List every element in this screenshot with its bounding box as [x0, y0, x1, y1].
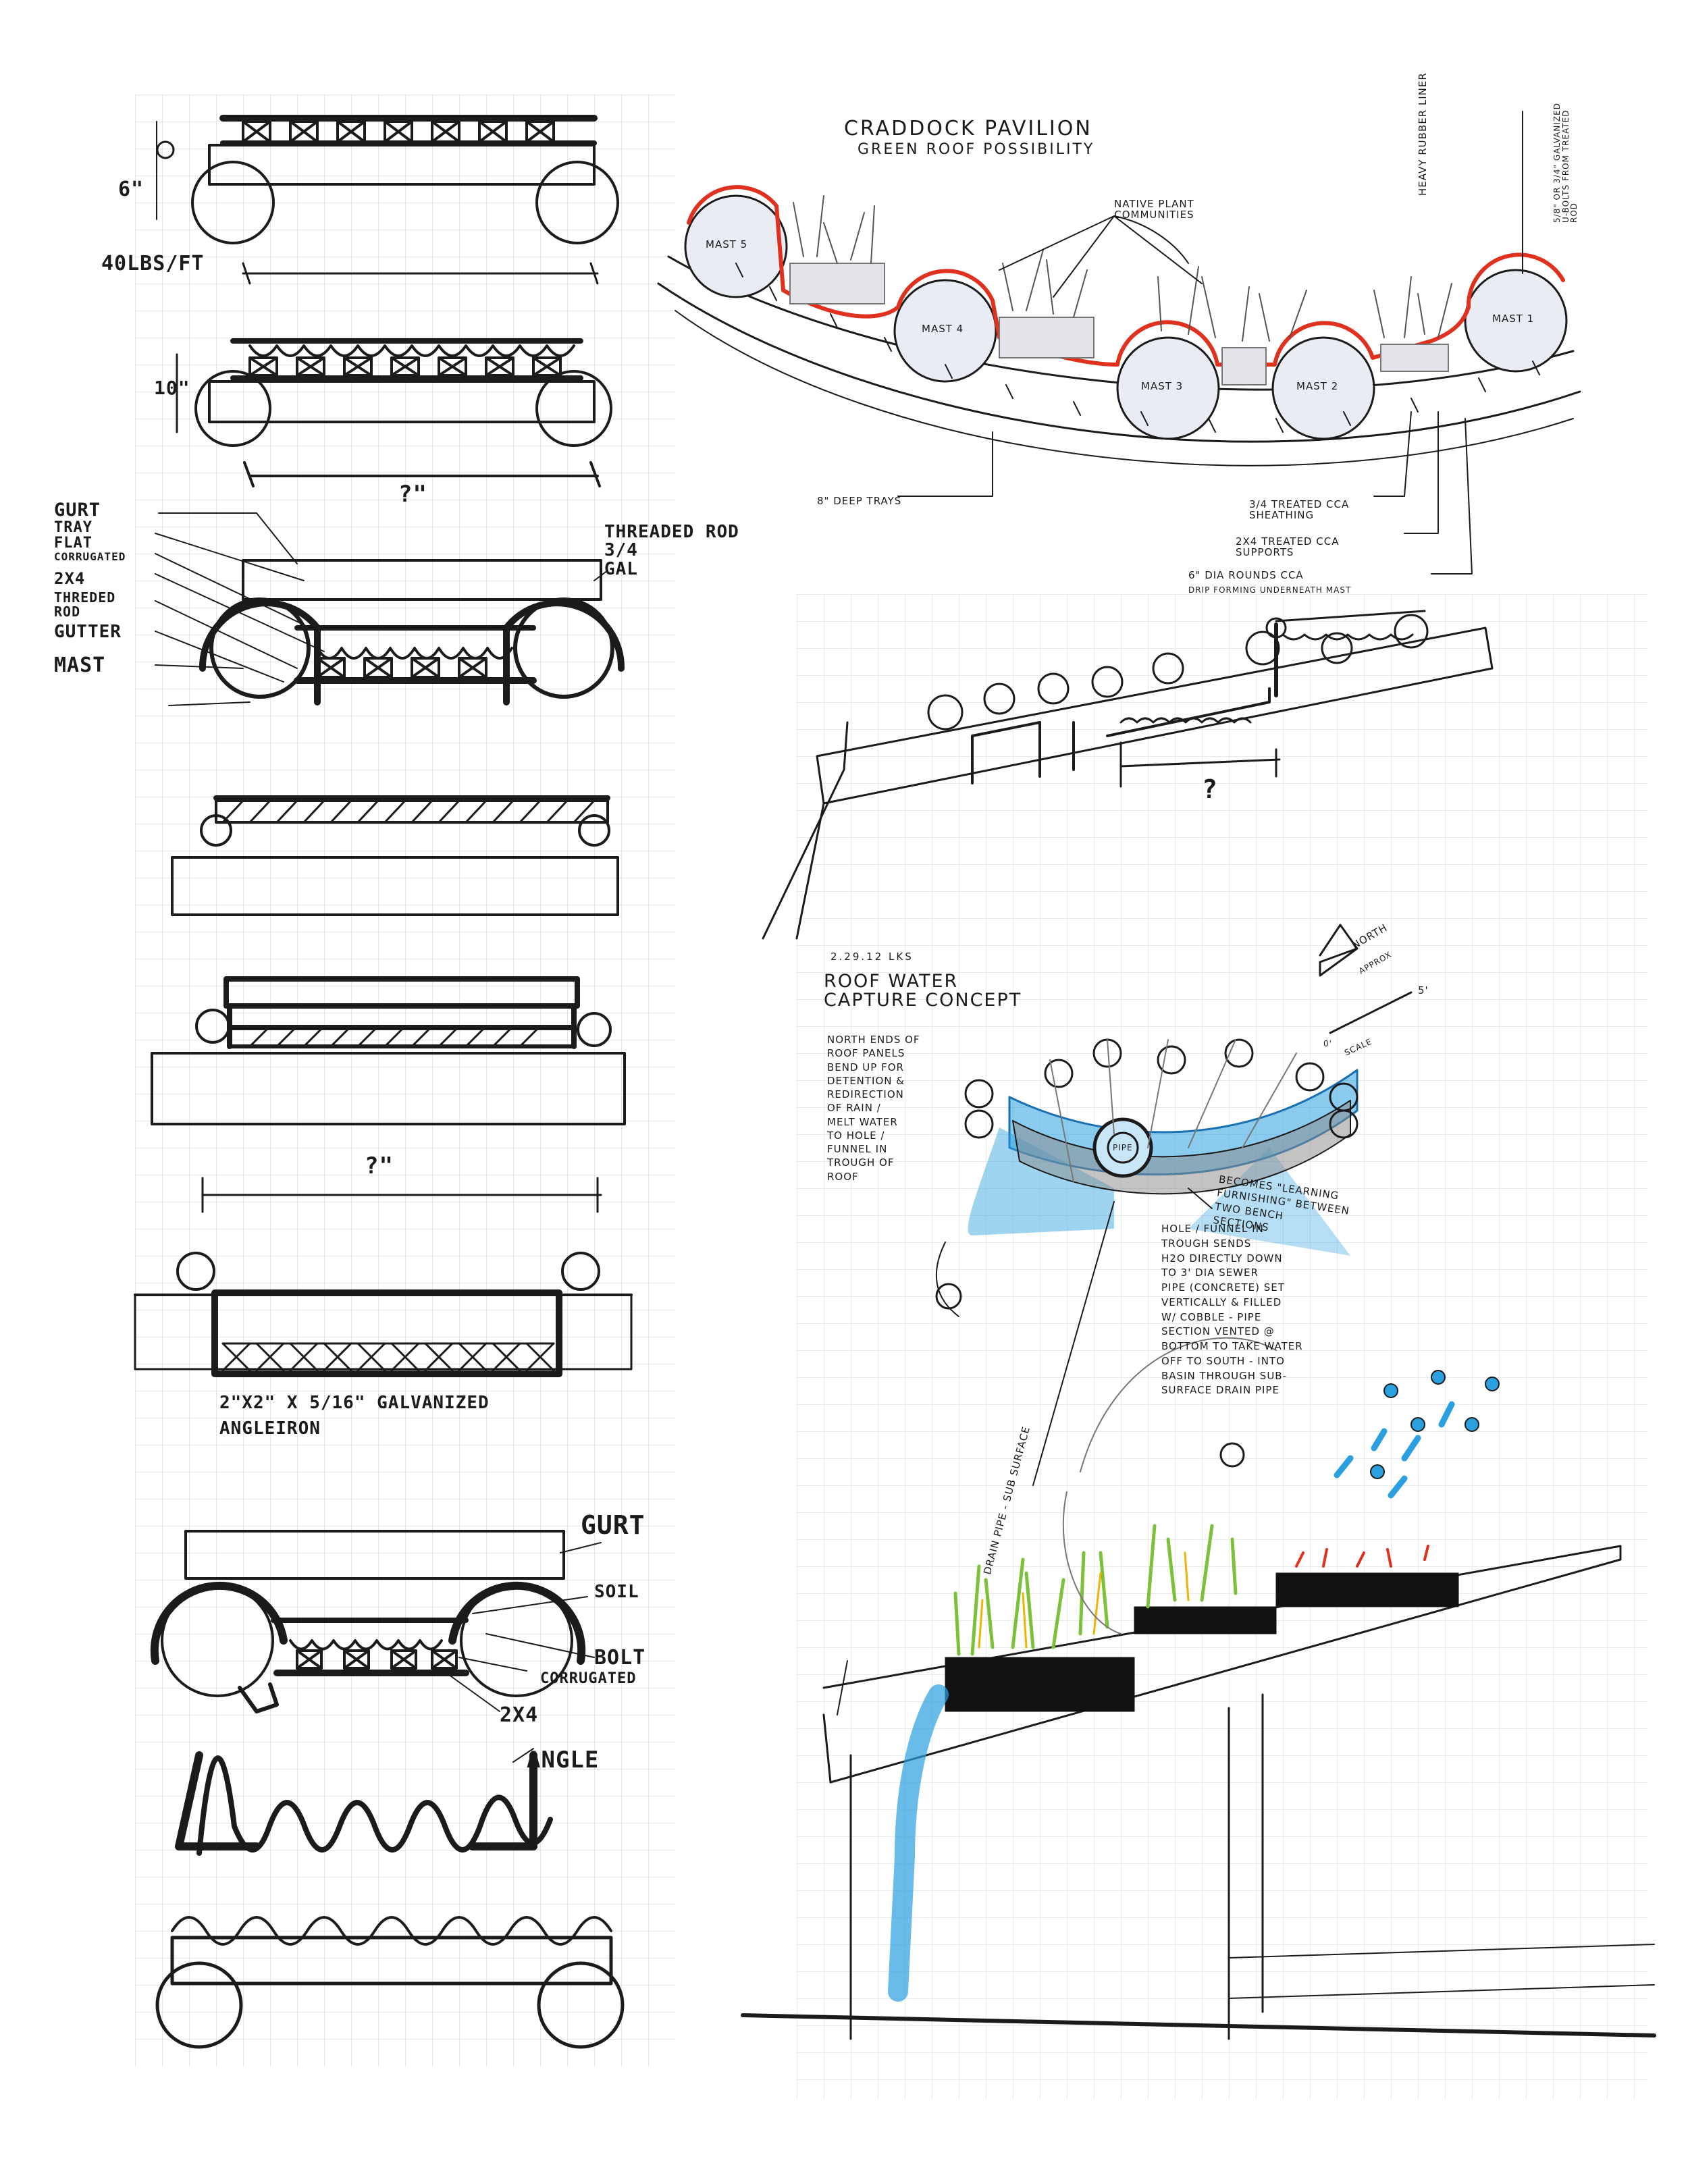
label-gurt: GURT — [54, 500, 101, 521]
mast-3-label: MAST 3 — [1141, 380, 1184, 392]
dim-6in: 6" — [118, 178, 144, 201]
sketch3-left-labels: GURT TRAY FLAT CORRUGATED 2x4 THREDED RO… — [54, 500, 135, 677]
concept-note-left: NORTH ENDS OF ROOF PANELS BEND UP FOR DE… — [827, 1034, 920, 1183]
label-2x4: 2x4 — [54, 569, 86, 589]
scale-end: 5' — [1418, 984, 1429, 996]
dim-10in: 10" — [154, 377, 190, 399]
sketch-2-corrugated-tray — [176, 338, 612, 487]
plants-callout: NATIVE PLANT COMMUNITIES — [1114, 198, 1194, 221]
supports-callout: 2x4 TREATED CCA SUPPORTS — [1236, 535, 1340, 558]
mast-4-label: MAST 4 — [922, 323, 964, 335]
label-2x4-2: 2x4 — [500, 1703, 539, 1727]
label-threded-rod: THREDED ROD — [54, 589, 116, 620]
plan-title: CRADDOCK PAVILION — [844, 117, 1092, 140]
plan-green-roof — [657, 111, 1581, 575]
sketch-5-boxed-panel — [151, 976, 626, 1125]
sketch-8-corrugated-angle — [175, 1751, 553, 1856]
label-tray: TRAY — [54, 519, 93, 537]
dim-width-q: ?" — [398, 481, 427, 508]
sketch-4-hatched-panel — [171, 795, 619, 916]
section-dimension: ? — [1202, 774, 1218, 804]
concept-title: ROOF WATER CAPTURE CONCEPT — [824, 971, 1022, 1011]
sketch-6-angle-iron-panel — [134, 1177, 633, 1377]
label-threaded-rod-gal: THREADED ROD 3/4 GAL — [604, 522, 739, 579]
dim-width-q-2: ?" — [365, 1152, 394, 1179]
load-label: 40lbs/ft — [101, 252, 205, 275]
label-mast: MAST — [54, 653, 106, 677]
label-angle: ANGLE — [527, 1747, 600, 1774]
label-gurt-2: GURT — [581, 1510, 645, 1540]
label-bolt: BOLT — [594, 1646, 646, 1670]
section-roof-slope — [762, 610, 1494, 940]
label-gutter: GUTTER — [54, 621, 122, 642]
concept-plan — [935, 924, 1413, 1486]
angle-iron-note: 2"x2" x 5/16" GALVANIZED ANGLEIRON — [219, 1393, 490, 1439]
label-soil: SOIL — [594, 1582, 639, 1602]
bolts-callout: 5/8" or 3/4" GALVANIZED U-BOLTS FROM TRE… — [1552, 103, 1579, 223]
scale-start: 0' — [1323, 1039, 1332, 1048]
mast-1-label: MAST 1 — [1492, 313, 1535, 325]
label-flat: FLAT — [54, 535, 93, 552]
sketch-7-gurt-soil-section — [150, 1530, 602, 1763]
sketch-1-tray-on-rounds — [156, 115, 619, 285]
plan-subtitle: GREEN ROOF POSSIBILITY — [858, 141, 1095, 158]
label-corrugated: CORRUGATED — [54, 550, 126, 563]
sheathing-callout: 3/4 TREATED CCA SHEATHING — [1249, 498, 1350, 521]
drip-callout: DRIP FORMING UNDERNEATH MAST — [1188, 585, 1352, 595]
concept-date: 2.29.12 LKS — [830, 951, 914, 963]
pipe-label: PIPE — [1113, 1143, 1133, 1152]
label-corrugated-2: CORRUGATED — [540, 1670, 637, 1687]
mast-2-label: MAST 2 — [1296, 380, 1339, 392]
perspective-green-roof — [741, 1337, 1656, 2040]
rounds-callout: 6" DIA ROUNDS CCA — [1188, 569, 1304, 581]
concept-note-center: HOLE / FUNNEL IN TROUGH SENDS H2O DIRECT… — [1161, 1223, 1303, 1397]
grid-paper-right — [797, 594, 1647, 2100]
liner-callout: HEAVY RUBBER LINER — [1417, 72, 1429, 196]
sketch-9-corrugated-on-rounds — [155, 1916, 625, 2049]
trays-callout: 8" DEEP TRAYS — [817, 495, 902, 507]
sketch-3-labeled-section — [155, 512, 625, 706]
mast-5-label: MAST 5 — [706, 238, 748, 250]
